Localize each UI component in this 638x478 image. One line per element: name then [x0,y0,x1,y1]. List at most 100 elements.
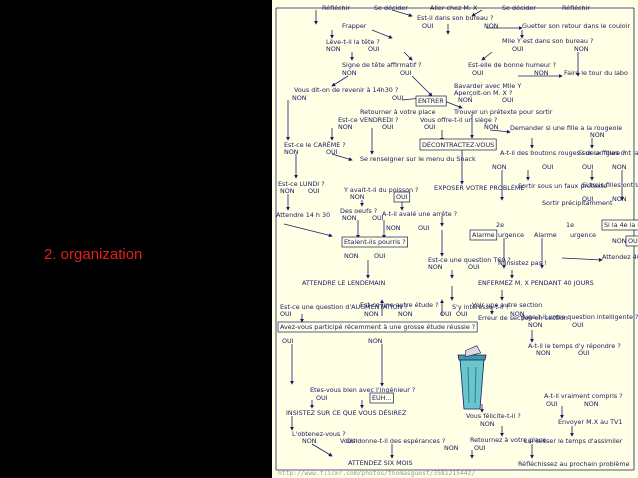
flow-node-55: Y avait-t-il du poisson ? [343,186,418,194]
flow-node-26: Bavarder avec Mlle Y [454,82,521,90]
flow-node-1: Se décider [374,4,408,12]
flow-node-71: 2e [496,221,504,229]
flow-node-85: OUI [468,263,480,271]
flow-node-29: OUI [502,96,514,104]
flow-node-72: 1e [566,221,574,229]
flow-node-14: OUI [512,45,524,53]
flow-node-15: NON [574,45,589,53]
flow-node-70: Attendre 14 h 30 [276,211,330,219]
flow-node-20: OUI [472,69,484,77]
flow-node-96: OUI [280,310,292,318]
flow-connector [403,51,413,61]
flow-node-31: Retourner à votre place [360,108,436,116]
flow-connector [311,443,333,457]
flow-node-65: NON [342,214,357,222]
flow-node-77: urgence [498,231,524,239]
flow-node-frame-57 [393,191,411,203]
flow-node-117: Vous félicite-t-il ? [466,412,521,420]
flow-node-13: Mlle Y est dans son bureau ? [502,37,593,45]
flow-node-82: OUI [374,252,386,260]
flow-node-61: OUI [582,195,594,203]
flow-node-frame-112 [369,392,394,404]
flow-node-92: OUI [440,310,452,318]
flow-node-16: Signe de tête affirmatif ? [342,61,422,69]
flow-node-56: NON [350,193,365,201]
flow-node-101: Juge-t-il votre question intelligente ? [521,313,638,321]
flow-node-5: Frapper [342,22,367,30]
flow-node-123: Vous donne-t-il des espérances ? [340,437,445,445]
flow-node-102: NON [528,321,543,329]
flow-node-74: NON [612,237,627,245]
flow-node-41: Est-ce le CARÊME ? [284,140,346,149]
flow-node-28: NON [458,96,473,104]
flow-node-46: NON [492,163,507,171]
flow-node-44: DÉCONTRACTEZ-VOUS [422,140,494,149]
flow-node-111: OUI [316,394,328,402]
flow-node-8: NON [484,22,499,30]
flow-node-88: ATTENDRE LE LENDEMAIN [302,279,386,287]
flow-node-52: Est-ce LUNDI ? [278,180,325,188]
flow-node-80: Etaient-ils pourris ? [344,238,406,246]
flow-node-87: Attendez 40 jours [602,253,638,261]
flow-connector [371,29,393,39]
flow-node-40: NON [590,131,605,139]
flow-node-110: Etes-vous bien avec l'ingénieur ? [310,386,415,394]
flow-connector [481,51,493,61]
flow-node-35: Trouver un prétexte pour sortir [453,108,553,116]
flow-node-105: OUI [282,337,294,345]
flow-node-107: A-t-il le temps d'y répondre ? [528,342,621,350]
flow-node-49: OUI [582,163,594,171]
flow-node-120: L'obtenez-vous ? [292,430,346,438]
flow-node-frame-104 [277,321,478,333]
flow-node-0: Réfléchir [322,4,350,12]
flow-node-90: Est-ce une autre étude ? [360,301,439,309]
flow-node-112: EUH... [372,394,392,402]
flow-connector [411,75,433,97]
flow-node-frame-75 [625,235,638,247]
flow-node-108: NON [536,349,551,357]
flow-node-79: urgence [570,231,596,239]
flow-node-109: OUI [578,349,590,357]
flow-node-42: NON [284,148,299,156]
flow-connector [331,153,353,161]
flow-node-39: Demander si une fille a la rougeole [510,124,622,132]
flow-node-47: OUI [542,163,554,171]
flow-node-51: Se renseigner sur le menu du Snack [360,155,476,163]
flow-node-69: OUI [418,224,430,232]
flow-node-81: NON [344,252,359,260]
flow-node-18: OUI [400,69,412,77]
flow-node-58: EXPOSER VOTRE PROBLÈME [434,183,524,192]
slide-caption: 2. organization [44,246,143,263]
flow-node-22: Faire le tour du labo [564,69,628,77]
flow-connector [391,9,413,17]
flow-node-frame-76 [469,229,498,241]
flow-node-119: Envoyer M.X au TV1 [558,418,622,426]
flow-node-10: Lève-t-il la tête ? [326,38,380,46]
flow-node-11: NON [326,45,341,53]
flow-node-33: NON [338,123,353,131]
source-url: http://www.flickr.com/photos/thomasguest… [278,470,476,477]
flow-node-83: Est-ce une question T60 ? [428,256,511,264]
flow-node-50: NON [612,163,627,171]
flow-node-64: Des oeufs ? [340,207,377,215]
flow-connector [561,257,603,262]
flow-node-104: Avez-vous participé récemment à une gros… [280,323,475,331]
flow-node-frame-30 [415,95,447,107]
flow-node-100: NON [510,310,525,318]
flow-node-129: Réfléchissez au prochain problème [518,460,630,468]
flow-node-37: OUI [424,123,436,131]
flow-node-27: Aperçoit-on M. X ? [454,89,512,97]
flow-node-66: OUI [372,214,384,222]
flow-node-115: NON [584,400,599,408]
flow-node-114: OUI [546,400,558,408]
flow-node-12: OUI [368,45,380,53]
flow-node-48: Si deux filles ont la rougeole [578,149,638,157]
flow-node-2: Aller chez M. X [430,4,478,12]
flow-node-38: NON [484,123,499,131]
flow-node-43: OUI [326,148,338,156]
flow-connector [283,223,333,238]
flow-node-32: Est-ce VENDREDI ? [338,116,398,124]
flow-node-24: NON [292,94,307,102]
